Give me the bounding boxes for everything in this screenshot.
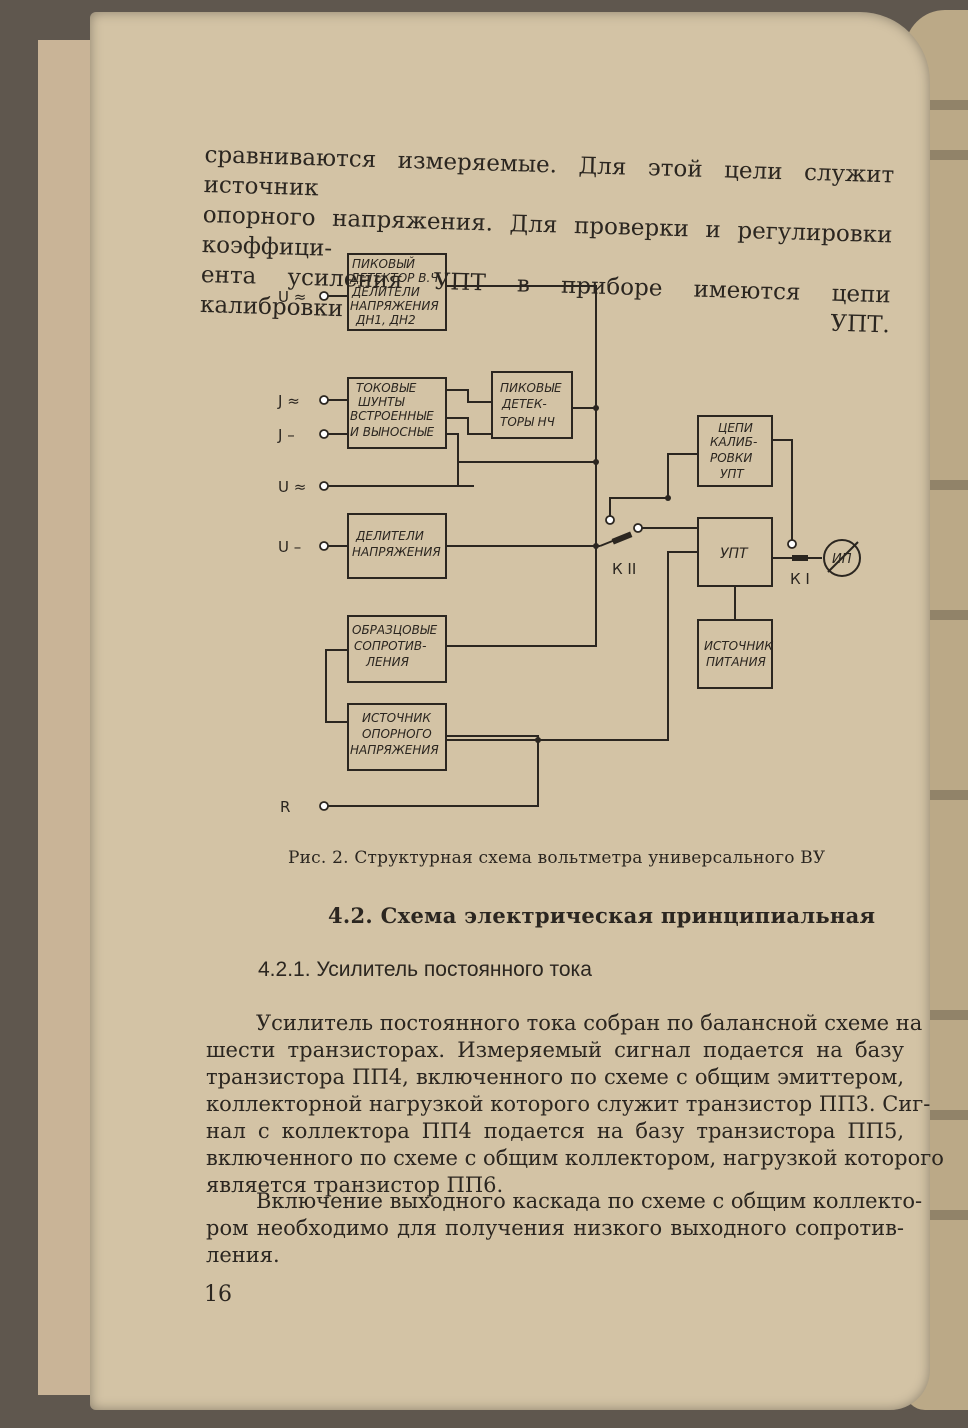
block-label: И ВЫНОСНЫЕ bbox=[350, 425, 435, 439]
svg-text:НАПРЯЖЕНИЯ: НАПРЯЖЕНИЯ bbox=[350, 743, 439, 757]
section-title: 4.2. Схема электрическая принципиальная bbox=[328, 903, 876, 928]
paragraph-1: Усилитель постоянного тока собран по бал… bbox=[206, 1010, 944, 1199]
paragraph-line: шести транзисторах. Измеряемый сигнал по… bbox=[206, 1038, 904, 1062]
block-current-shunts bbox=[347, 377, 447, 449]
block-label: ДЕТЕК- bbox=[501, 397, 547, 411]
block-label: ВСТРОЕННЫЕ bbox=[350, 409, 434, 423]
block-label: УПТ bbox=[720, 467, 745, 481]
block-label: УПТ bbox=[720, 546, 749, 562]
svg-text:ПИКОВЫЙ: ПИКОВЫЙ bbox=[352, 256, 415, 271]
block-label: ОБРАЗЦОВЫЕ bbox=[352, 623, 438, 637]
block-label: ДН1, ДН2 bbox=[355, 313, 416, 327]
book-page bbox=[90, 12, 930, 1410]
block-peak-detectors-lf bbox=[491, 371, 573, 439]
block-diagram: ПИКОВЫЙ ДЕТЕКТОР В.Ч. ДЕЛИТЕЛИ НАПРЯЖЕНИ… bbox=[277, 253, 861, 816]
block-label: ИСТОЧНИК bbox=[362, 711, 431, 725]
block-label: ОПОРНОГО bbox=[362, 727, 432, 741]
input-label: U – bbox=[278, 538, 301, 556]
block-peak-detector-hf bbox=[347, 253, 447, 331]
svg-text:ДЕТЕКТОР В.Ч.: ДЕТЕКТОР В.Ч. bbox=[349, 271, 442, 285]
block-label: КАЛИБ- bbox=[710, 435, 757, 449]
svg-text:ДЕЛИТЕЛИ: ДЕЛИТЕЛИ bbox=[355, 529, 424, 543]
page-number: 16 bbox=[204, 1282, 232, 1307]
block-power-supply bbox=[697, 619, 773, 689]
block-label: НАПРЯЖЕНИЯ bbox=[352, 545, 441, 559]
svg-text:ОБРАЗЦОВЫЕ: ОБРАЗЦОВЫЕ bbox=[352, 623, 438, 637]
svg-text:К II: К II bbox=[612, 560, 636, 578]
block-label: СОПРОТИВ- bbox=[354, 639, 426, 653]
svg-text:ИСТОЧНИК: ИСТОЧНИК bbox=[362, 711, 431, 725]
block-label: ТОРЫ НЧ bbox=[500, 415, 555, 429]
switch-k1-label: К I bbox=[790, 570, 810, 588]
svg-text:ЛЕНИЯ: ЛЕНИЯ bbox=[365, 655, 410, 669]
paragraph-line: коллекторной нагрузкой которого служит т… bbox=[206, 1092, 931, 1116]
switch-k2-label: К II bbox=[612, 560, 636, 578]
subsection-title: 4.2.1. Усилитель постоянного тока bbox=[258, 958, 592, 981]
svg-text:ИП: ИП bbox=[832, 552, 852, 567]
svg-text:НАПРЯЖЕНИЯ: НАПРЯЖЕНИЯ bbox=[352, 545, 441, 559]
block-label: ПИКОВЫЕ bbox=[500, 381, 562, 395]
svg-text:К I: К I bbox=[790, 570, 810, 588]
svg-text:U –: U – bbox=[278, 538, 301, 556]
svg-text:ВСТРОЕННЫЕ: ВСТРОЕННЫЕ bbox=[350, 409, 434, 423]
input-label: J ≈ bbox=[277, 392, 300, 410]
svg-text:ИСТОЧНИК: ИСТОЧНИК bbox=[704, 639, 773, 653]
block-label: ТОКОВЫЕ bbox=[356, 381, 417, 395]
input-label: R bbox=[280, 798, 290, 816]
svg-text:ОПОРНОГО: ОПОРНОГО bbox=[362, 727, 432, 741]
block-label: ИСТОЧНИК bbox=[704, 639, 773, 653]
svg-text:ТОКОВЫЕ: ТОКОВЫЕ bbox=[356, 381, 417, 395]
svg-text:ПИТАНИЯ: ПИТАНИЯ bbox=[706, 655, 767, 669]
block-label: РОВКИ bbox=[710, 451, 752, 465]
paragraph-line: транзистора ПП4, включенного по схеме с … bbox=[206, 1065, 904, 1089]
paragraph-line: включенного по схеме с общим коллектором… bbox=[206, 1146, 944, 1170]
svg-text:ДЕЛИТЕЛИ: ДЕЛИТЕЛИ bbox=[351, 285, 420, 299]
paragraph-line: является транзистор ПП6. bbox=[206, 1173, 504, 1197]
block-label: ДЕЛИТЕЛИ bbox=[351, 285, 420, 299]
paragraph-line: Усилитель постоянного тока собран по бал… bbox=[256, 1011, 923, 1035]
figure-caption: Рис. 2. Структурная схема вольтметра уни… bbox=[288, 848, 826, 868]
block-label: ЦЕПИ bbox=[718, 421, 753, 435]
svg-text:УПТ: УПТ bbox=[720, 546, 749, 562]
svg-text:J ≈: J ≈ bbox=[277, 392, 300, 410]
svg-text:R: R bbox=[280, 798, 290, 816]
paragraph-line: Включение выходного каскада по схеме с о… bbox=[256, 1189, 923, 1213]
input-label: U ≈ bbox=[278, 478, 306, 496]
svg-text:И ВЫНОСНЫЕ: И ВЫНОСНЫЕ bbox=[350, 425, 435, 439]
svg-text:U ≈: U ≈ bbox=[278, 478, 306, 496]
svg-text:РОВКИ: РОВКИ bbox=[710, 451, 752, 465]
block-label: ЛЕНИЯ bbox=[365, 655, 410, 669]
svg-text:ДН1, ДН2: ДН1, ДН2 bbox=[355, 313, 416, 327]
svg-text:ШУНТЫ: ШУНТЫ bbox=[358, 395, 405, 409]
svg-text:НАПРЯЖЕНИЯ: НАПРЯЖЕНИЯ bbox=[350, 299, 439, 313]
block-label: ПИТАНИЯ bbox=[706, 655, 767, 669]
paragraph-2: Включение выходного каскада по схеме с о… bbox=[206, 1188, 923, 1269]
svg-text:СОПРОТИВ-: СОПРОТИВ- bbox=[354, 639, 426, 653]
paragraph-line: ления. bbox=[206, 1243, 280, 1267]
svg-text:КАЛИБ-: КАЛИБ- bbox=[710, 435, 757, 449]
svg-text:ТОРЫ НЧ: ТОРЫ НЧ bbox=[500, 415, 555, 429]
svg-text:УПТ: УПТ bbox=[720, 467, 745, 481]
block-label: НАПРЯЖЕНИЯ bbox=[350, 299, 439, 313]
svg-text:ПИКОВЫЕ: ПИКОВЫЕ bbox=[500, 381, 562, 395]
paragraph-line: нал с коллектора ПП4 подается на базу тр… bbox=[206, 1119, 904, 1143]
meter-label: ИП bbox=[832, 552, 852, 567]
block-calibration-circuits bbox=[697, 415, 773, 487]
svg-text:ДЕТЕК-: ДЕТЕК- bbox=[501, 397, 547, 411]
input-label: J – bbox=[277, 426, 295, 444]
block-label: НАПРЯЖЕНИЯ bbox=[350, 743, 439, 757]
block-label: ДЕТЕКТОР В.Ч. bbox=[349, 271, 442, 285]
block-label: ПИКОВЫЙ bbox=[352, 256, 415, 271]
svg-text:J –: J – bbox=[277, 426, 295, 444]
svg-text:U ≈: U ≈ bbox=[278, 288, 306, 306]
block-label: ДЕЛИТЕЛИ bbox=[355, 529, 424, 543]
paragraph-line: ром необходимо для получения низкого вых… bbox=[206, 1216, 904, 1240]
block-label: ШУНТЫ bbox=[358, 395, 405, 409]
svg-text:ЦЕПИ: ЦЕПИ bbox=[718, 421, 753, 435]
input-label: U ≈ bbox=[278, 288, 306, 306]
